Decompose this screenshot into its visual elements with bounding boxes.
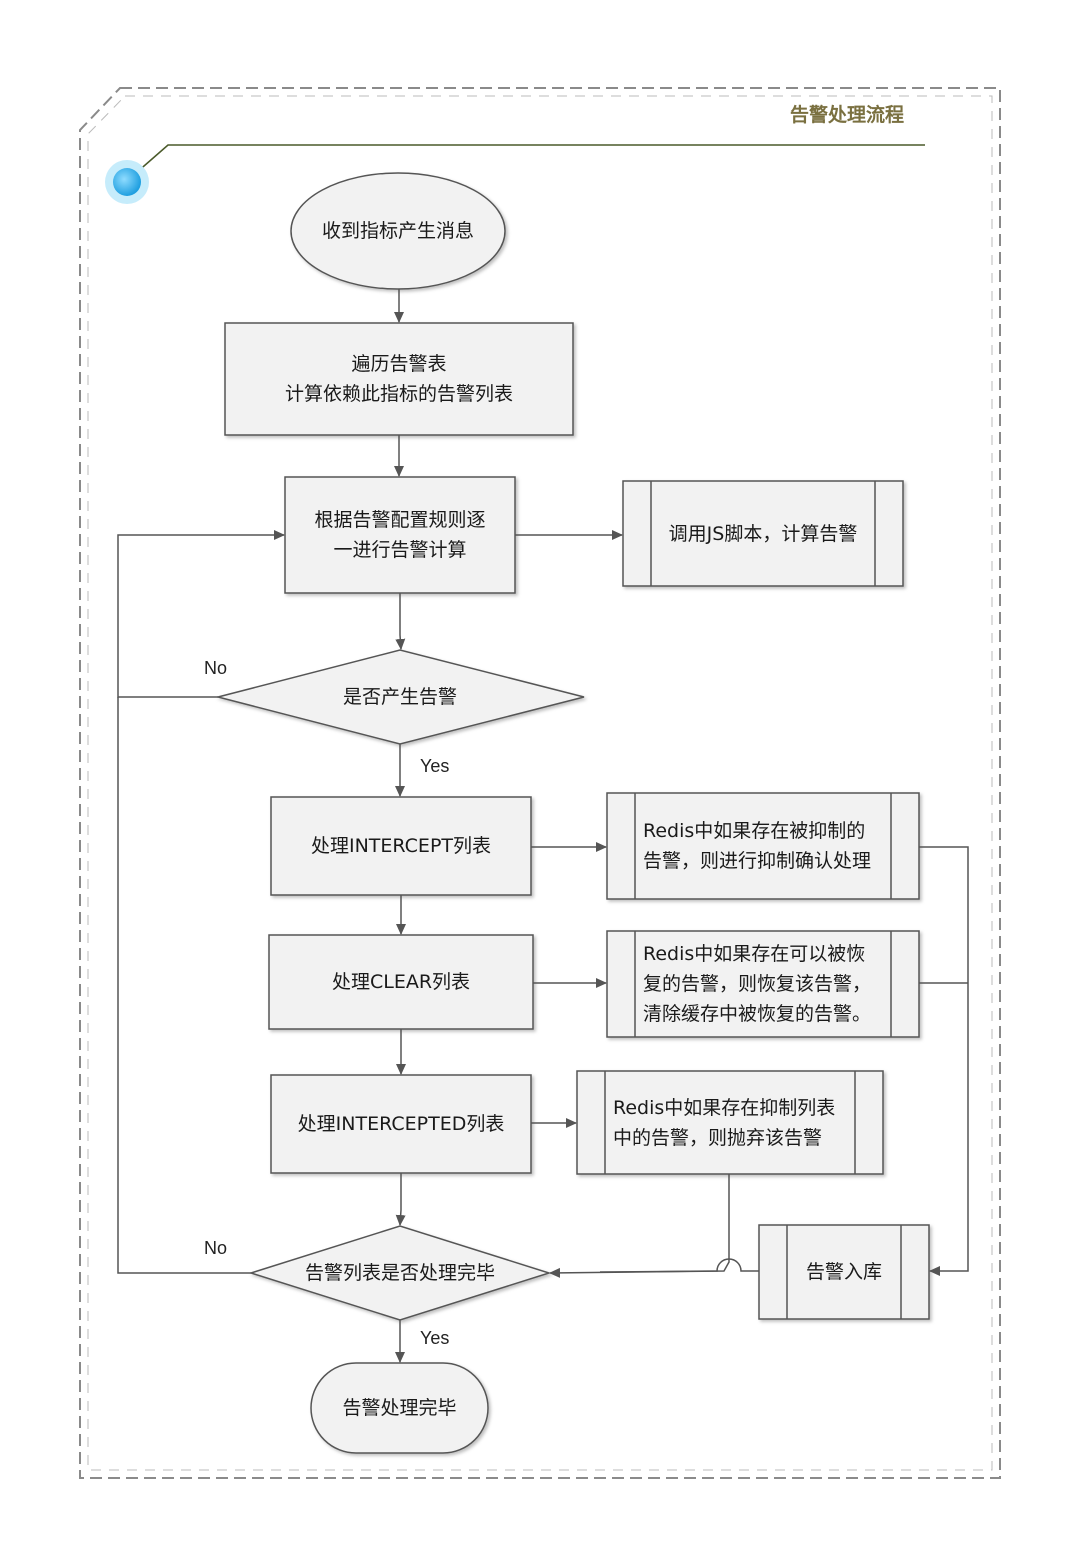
title-dot bbox=[113, 168, 141, 196]
node-end-shape bbox=[310, 1362, 489, 1454]
node-start: 收到指标产生消息 bbox=[321, 220, 474, 242]
node-decision-alarm-shape bbox=[215, 649, 585, 745]
node-clear-redis-shape bbox=[606, 930, 920, 1038]
node-intercepted-redis: Redis中如果存在抑制列表 中的告警，则抛弃该告警 bbox=[613, 1096, 836, 1149]
edge-intercepted-redis-to-decision bbox=[549, 1174, 730, 1278]
node-traverse: 遍历告警表 计算依赖此指标的告警列表 bbox=[284, 353, 513, 405]
edge-intercepted-decision bbox=[395, 1173, 406, 1226]
node-js: 调用JS脚本，计算告警 bbox=[668, 522, 858, 545]
edge-store-to-decision bbox=[599, 1258, 759, 1273]
node-intercepted: 处理INTERCEPTED列表 bbox=[297, 1113, 505, 1135]
node-intercepted-shape bbox=[270, 1074, 532, 1174]
node-clear: 处理CLEAR列表 bbox=[331, 971, 471, 993]
node-js-shape bbox=[622, 480, 904, 587]
edge-compute-decision bbox=[395, 593, 406, 650]
node-intercept: 处理INTERCEPT列表 bbox=[310, 835, 492, 857]
frame-border bbox=[79, 87, 1001, 1479]
node-intercept-redis: Redis中如果存在被抑制的 告警，则进行抑制确认处理 bbox=[643, 820, 872, 872]
node-intercept-redis-shape bbox=[606, 792, 920, 900]
node-store-shape bbox=[758, 1224, 930, 1320]
node-intercepted-redis-shape bbox=[576, 1070, 884, 1175]
edge-label-no-2: No bbox=[204, 1238, 228, 1258]
frame-border-inner bbox=[87, 95, 993, 1471]
edge-label-no-1: No bbox=[204, 658, 228, 678]
node-compute: 根据告警配置规则逐 一进行告警计算 bbox=[314, 509, 486, 561]
title-underline bbox=[127, 144, 925, 181]
node-intercept-shape bbox=[270, 796, 532, 896]
node-decision-done: 告警列表是否处理完毕 bbox=[304, 1262, 495, 1284]
diagram-title: 告警处理流程 bbox=[790, 104, 905, 126]
edge-redis-to-store bbox=[919, 846, 969, 1276]
edge-label-yes-1: Yes bbox=[420, 756, 450, 776]
node-decision-done-shape bbox=[248, 1225, 552, 1321]
node-clear-redis: Redis中如果存在可以被恢 复的告警，则恢复该告警， 清除缓存中被恢复的告警。 bbox=[643, 943, 872, 1025]
edge-label-yes-2: Yes bbox=[420, 1328, 450, 1348]
node-store: 告警入库 bbox=[805, 1261, 882, 1283]
edge-no-loop-2 bbox=[117, 697, 251, 1274]
node-start-shape bbox=[290, 172, 506, 290]
edge-no-loop-1 bbox=[117, 530, 285, 698]
node-end: 告警处理完毕 bbox=[342, 1397, 457, 1419]
node-decision-alarm: 是否产生告警 bbox=[342, 686, 457, 708]
